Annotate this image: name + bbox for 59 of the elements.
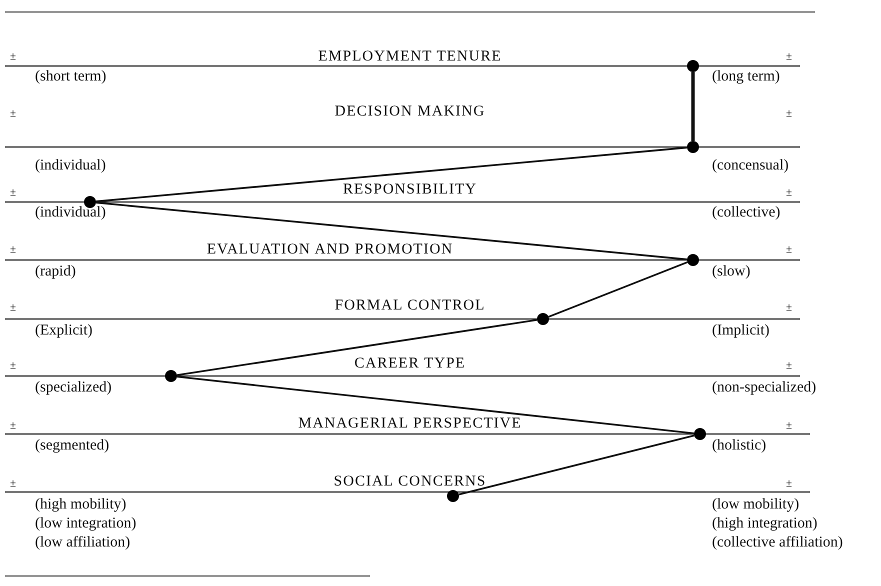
- pole-label: (collective affiliation): [712, 534, 843, 552]
- plus-minus-sign: ±: [10, 476, 16, 492]
- pole-label: (Explicit): [35, 322, 92, 340]
- plus-minus-sign: ±: [10, 186, 16, 200]
- data-point: [84, 196, 96, 208]
- plus-minus-sign: ±: [786, 50, 792, 64]
- plus-minus-sign: ±: [10, 358, 16, 374]
- scale-heading: RESPONSIBILITY: [343, 182, 477, 198]
- scale-heading: SOCIAL CONCERNS: [334, 474, 486, 490]
- data-point: [687, 60, 699, 72]
- scale-heading: MANAGERIAL PERSPECTIVE: [298, 416, 522, 432]
- pole-label: (rapid): [35, 264, 76, 280]
- profile-line: [96, 146, 688, 202]
- plus-minus-sign: ±: [786, 106, 792, 122]
- data-point: [687, 141, 699, 153]
- plus-minus-sign: ±: [786, 242, 792, 258]
- pole-label: (individual): [35, 204, 106, 222]
- pole-label: (holistic): [712, 438, 766, 454]
- data-point: [537, 313, 549, 325]
- plus-minus-sign: ±: [786, 300, 792, 316]
- profile-line: [96, 202, 688, 260]
- profile-line: [458, 434, 694, 496]
- plus-minus-sign: ±: [10, 50, 16, 64]
- profile-line: [176, 376, 694, 434]
- pole-label: (long term): [712, 68, 780, 86]
- profile-line: [691, 72, 695, 141]
- pole-label: (high integration): [712, 516, 818, 532]
- pole-label: (collective): [712, 204, 780, 222]
- pole-label: (specialized): [35, 380, 112, 396]
- pole-label: (low integration): [35, 516, 136, 532]
- profile-line: [548, 261, 688, 318]
- pole-label: (short term): [35, 68, 106, 86]
- pole-label: (Implicit): [712, 322, 770, 340]
- pole-label: (low mobility): [712, 496, 800, 514]
- scale-heading: DECISION MAKING: [334, 104, 486, 120]
- pole-label: (individual): [35, 158, 106, 174]
- plus-minus-sign: ±: [786, 358, 792, 374]
- plus-minus-sign: ±: [786, 476, 792, 492]
- scale-heading: EMPLOYMENT TENURE: [318, 48, 502, 66]
- scale-heading: FORMAL CONTROL: [334, 298, 486, 314]
- scale-heading: CAREER TYPE: [354, 356, 466, 372]
- data-point: [447, 490, 459, 502]
- pole-label: (high mobility): [35, 496, 126, 514]
- data-point: [687, 254, 699, 266]
- plus-minus-sign: ±: [10, 106, 16, 122]
- pole-label: (segmented): [35, 438, 110, 454]
- plus-minus-sign: ±: [10, 300, 16, 316]
- pole-label: (slow): [712, 264, 750, 280]
- plus-minus-sign: ±: [10, 242, 16, 258]
- data-point: [694, 428, 706, 440]
- pole-label: (low affiliation): [35, 534, 130, 552]
- data-point: [165, 370, 177, 382]
- plus-minus-sign: ±: [10, 418, 16, 434]
- pole-label: (non-specialized): [712, 380, 816, 396]
- plus-minus-sign: ±: [786, 418, 792, 434]
- plus-minus-sign: ±: [786, 186, 792, 200]
- pole-label: (concensual): [712, 158, 789, 174]
- scale-heading: EVALUATION AND PROMOTION: [206, 242, 454, 258]
- profile-line: [176, 319, 538, 376]
